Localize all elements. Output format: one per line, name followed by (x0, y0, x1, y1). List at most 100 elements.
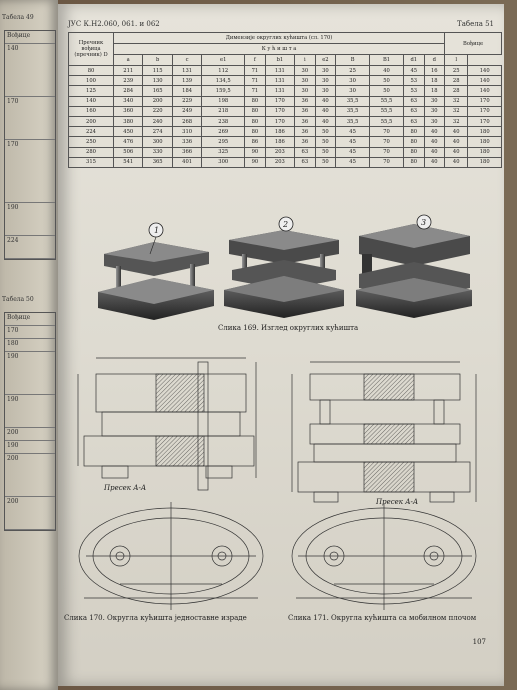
table-cell: 86 (244, 136, 266, 148)
table-cell: 40 (314, 95, 337, 107)
callout-1: 1 (154, 226, 159, 235)
table-cell: 250 (68, 136, 114, 148)
table-cell: 220 (142, 105, 173, 117)
table-cell: 63 (402, 115, 425, 128)
column-label: b (142, 54, 173, 66)
page-header: ЈУС К.Н2.060, 061. и 062 Табела 51 (68, 20, 494, 28)
table-cell: 186 (264, 136, 296, 148)
column-label: f (244, 54, 266, 66)
table-cell: 295 (201, 136, 246, 148)
table-cell: 16 (423, 64, 446, 77)
table-cell: 239 (112, 75, 144, 87)
table-cell: 80 (402, 126, 425, 138)
table-cell: 280 (68, 146, 114, 158)
table-cell: 180 (467, 146, 502, 158)
table-cell: 30 (423, 115, 446, 128)
table-cell: 30 (294, 75, 316, 87)
table-cell: 30 (314, 75, 337, 87)
table-cell: 170 (264, 105, 296, 117)
table-cell: 200 (142, 95, 173, 107)
table-cell: 140 (467, 75, 502, 87)
left-table-header: Вођице (5, 31, 55, 44)
table-cell: 28 (444, 85, 469, 97)
table-cell: 40 (314, 105, 337, 117)
column-label: e1 (201, 54, 246, 66)
table-cell: 50 (369, 85, 404, 97)
table-cell: 203 (264, 146, 296, 158)
table-cell: 140 (467, 85, 502, 97)
table-cell: 170 (467, 105, 502, 117)
table-cell: 200 (68, 115, 114, 128)
table-cell: 80 (402, 146, 425, 158)
page-number: 107 (472, 638, 486, 646)
housing-view-3: 3 (356, 214, 472, 318)
table-cell: 36 (294, 136, 316, 148)
table-cell: 112 (201, 64, 246, 77)
table-cell: 360 (112, 105, 144, 117)
left-table-label-2: Табела 50 (2, 296, 34, 303)
table-cell: 325 (201, 146, 246, 158)
table-cell: 36 (294, 95, 316, 107)
table-cell: 506 (112, 146, 144, 158)
table-cell: 90 (244, 156, 266, 168)
table-cell: 70 (369, 156, 404, 168)
table-cell: 211 (112, 64, 144, 77)
table-cell: 180 (467, 136, 502, 148)
table-cell: 380 (112, 115, 144, 128)
table-cell: 50 (314, 126, 337, 138)
table-cell: 55,5 (369, 105, 404, 117)
table-cell: 45 (335, 126, 371, 138)
housing-view-1: 1 (98, 222, 214, 320)
caption-fig171: Слика 171. Округла кућишта са мобилном п… (288, 614, 477, 622)
table-cell: 139 (171, 75, 203, 87)
table-cell: 63 (402, 105, 425, 117)
column-label: B (335, 54, 371, 66)
table-cell: 131 (264, 64, 296, 77)
dimensions-table: Пречник вођица (пречник) D Димензије окр… (68, 32, 502, 168)
table-cell: 80 (244, 105, 266, 117)
table-cell: 476 (112, 136, 144, 148)
table-cell: 53 (402, 75, 425, 87)
column-label: d1 (402, 54, 425, 66)
figure-171-drawing: Пресек А-А (291, 361, 477, 610)
caption-fig169: Слика 169. Изглед округлих кућишта (218, 324, 359, 332)
table-cell: 269 (201, 126, 246, 138)
table-cell: 165 (142, 85, 173, 97)
table-cell: 70 (369, 136, 404, 148)
table-cell: 25 (444, 64, 469, 77)
figure-169-isometric: 1 2 3 (98, 214, 472, 320)
column-label: B1 (369, 54, 404, 66)
table-cell: 32 (444, 115, 469, 128)
table-cell: 36 (294, 105, 316, 117)
table-cell: 450 (112, 126, 144, 138)
table-cell: 80 (68, 64, 114, 77)
table-cell: 50 (314, 156, 337, 168)
table-cell: 45 (335, 156, 371, 168)
table-cell: 40 (423, 156, 446, 168)
callout-3: 3 (421, 218, 426, 227)
section-label-right: Пресек А-А (375, 498, 418, 506)
table-cell: 50 (314, 146, 337, 158)
table-cell: 55,5 (369, 115, 404, 128)
table-cell: 159,5 (201, 85, 246, 97)
table-cell: 229 (171, 95, 203, 107)
table-cell: 315 (68, 156, 114, 168)
table-cell: 203 (264, 156, 296, 168)
table-cell: 32 (444, 105, 469, 117)
table-cell: 63 (402, 95, 425, 107)
table-cell: 80 (402, 156, 425, 168)
table-cell: 45 (402, 64, 425, 77)
table-cell: 268 (171, 115, 203, 128)
group-header: Димензије округлих кућишта (сл. 170) (112, 32, 446, 44)
left-table-top: Вођице 140 170 170 190 224 (4, 30, 56, 260)
guides-header: Вођице (444, 32, 502, 55)
table-cell: 80 (244, 126, 266, 138)
table-cell: 366 (171, 146, 203, 158)
table-cell: 80 (402, 136, 425, 148)
table-cell: 238 (201, 115, 246, 128)
table-cell: 28 (444, 75, 469, 87)
